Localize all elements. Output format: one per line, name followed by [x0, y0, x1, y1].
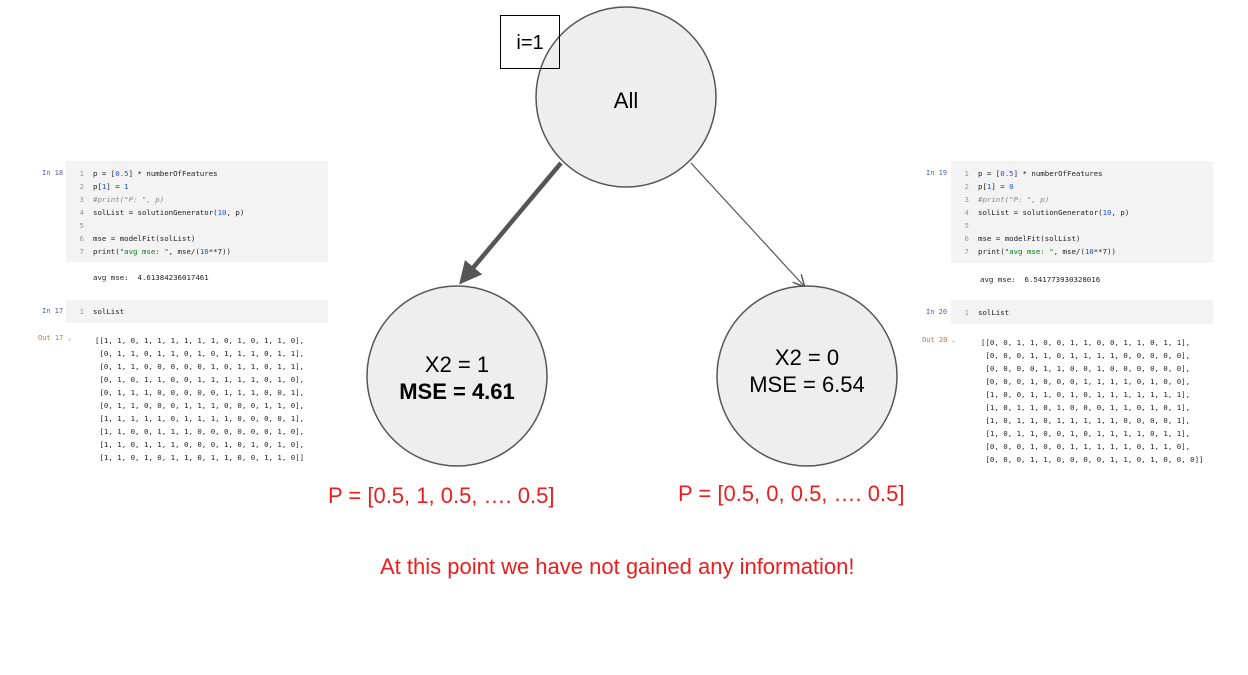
- output-row: [0, 1, 1, 0, 0, 0, 0, 0, 1, 0, 1, 1, 0, …: [95, 362, 305, 371]
- output-row: [0, 0, 0, 1, 1, 0, 1, 1, 1, 1, 0, 0, 0, …: [981, 351, 1191, 360]
- left-p-vector: P = [0.5, 1, 0.5, …. 0.5]: [328, 483, 555, 508]
- output-row: [0, 1, 1, 1, 0, 0, 0, 0, 0, 1, 1, 1, 0, …: [95, 388, 305, 397]
- code-line: 5: [964, 221, 969, 230]
- output-row: [0, 0, 0, 1, 1, 0, 0, 0, 0, 1, 1, 0, 1, …: [981, 455, 1204, 464]
- output-row: [1, 0, 1, 1, 0, 0, 1, 0, 1, 1, 1, 1, 0, …: [981, 429, 1191, 438]
- cell-out-label: Out 17 ⌄: [38, 334, 72, 342]
- output-row: [1, 1, 0, 1, 1, 1, 0, 0, 0, 1, 0, 1, 0, …: [95, 440, 305, 449]
- output-row: [0, 1, 1, 0, 0, 0, 1, 1, 1, 0, 0, 0, 1, …: [95, 401, 305, 410]
- output-row: [[0, 0, 1, 1, 0, 0, 1, 1, 0, 0, 1, 1, 0,…: [981, 338, 1191, 347]
- left-node: [366, 285, 548, 467]
- output-row: [0, 0, 0, 0, 1, 1, 0, 0, 1, 0, 0, 0, 0, …: [981, 364, 1191, 373]
- left-node-mse: MSE = 4.61: [399, 379, 515, 404]
- right-node: [716, 285, 898, 467]
- cell-in-label: In 18: [42, 169, 64, 177]
- output-row: [1, 0, 1, 1, 0, 1, 0, 0, 0, 1, 1, 0, 1, …: [981, 403, 1191, 412]
- edge-root-left: [459, 161, 563, 285]
- right-p-vector: P = [0.5, 0, 0.5, …. 0.5]: [678, 481, 905, 506]
- output-row: [0, 1, 1, 0, 1, 1, 0, 1, 0, 1, 1, 1, 0, …: [95, 349, 305, 358]
- output-row: [0, 1, 0, 1, 1, 0, 0, 1, 1, 1, 1, 1, 0, …: [95, 375, 305, 384]
- conclusion-text: At this point we have not gained any inf…: [380, 554, 855, 579]
- cell-in-label: In 20: [926, 308, 948, 316]
- cell-in-label: In 19: [926, 169, 948, 177]
- cell-output-text: avg mse: 4.61384236017461: [93, 273, 209, 282]
- code-line: 3#print("P: ", p): [79, 195, 165, 204]
- output-row: [1, 0, 1, 1, 0, 1, 1, 1, 1, 1, 0, 0, 0, …: [981, 416, 1191, 425]
- right-node-mse: MSE = 6.54: [749, 372, 865, 397]
- iteration-box: i=1: [500, 15, 560, 69]
- cell-output-text: avg mse: 6.541773930328016: [980, 275, 1101, 284]
- output-row: [1, 1, 0, 1, 0, 1, 1, 0, 1, 1, 0, 0, 1, …: [95, 453, 305, 462]
- code-line: 3#print("P: ", p): [964, 195, 1050, 204]
- right-node-condition: X2 = 0: [775, 345, 839, 370]
- code-line: 5: [79, 221, 84, 230]
- output-row: [0, 0, 0, 1, 0, 0, 1, 1, 1, 1, 1, 0, 1, …: [981, 442, 1191, 451]
- chevron-down-icon[interactable]: ⌄: [951, 336, 956, 344]
- root-node: [535, 6, 717, 188]
- cell-out-label: Out 20 ⌄: [922, 336, 956, 344]
- left-node-condition: X2 = 1: [425, 352, 489, 377]
- root-node-label: All: [614, 88, 638, 113]
- output-row: [1, 1, 1, 1, 1, 0, 1, 1, 1, 1, 0, 0, 0, …: [95, 414, 305, 423]
- output-row: [1, 1, 0, 0, 1, 1, 1, 0, 0, 0, 0, 0, 0, …: [95, 427, 305, 436]
- edge-root-right: [690, 162, 804, 286]
- output-row: [1, 0, 0, 1, 1, 0, 1, 0, 1, 1, 1, 1, 1, …: [981, 390, 1191, 399]
- output-row: [0, 0, 0, 1, 0, 0, 0, 1, 1, 1, 1, 0, 1, …: [981, 377, 1191, 386]
- output-row: [[1, 1, 0, 1, 1, 1, 1, 1, 1, 0, 1, 0, 1,…: [95, 336, 305, 345]
- chevron-down-icon[interactable]: ⌄: [67, 334, 72, 342]
- cell-in-label: In 17: [42, 307, 64, 315]
